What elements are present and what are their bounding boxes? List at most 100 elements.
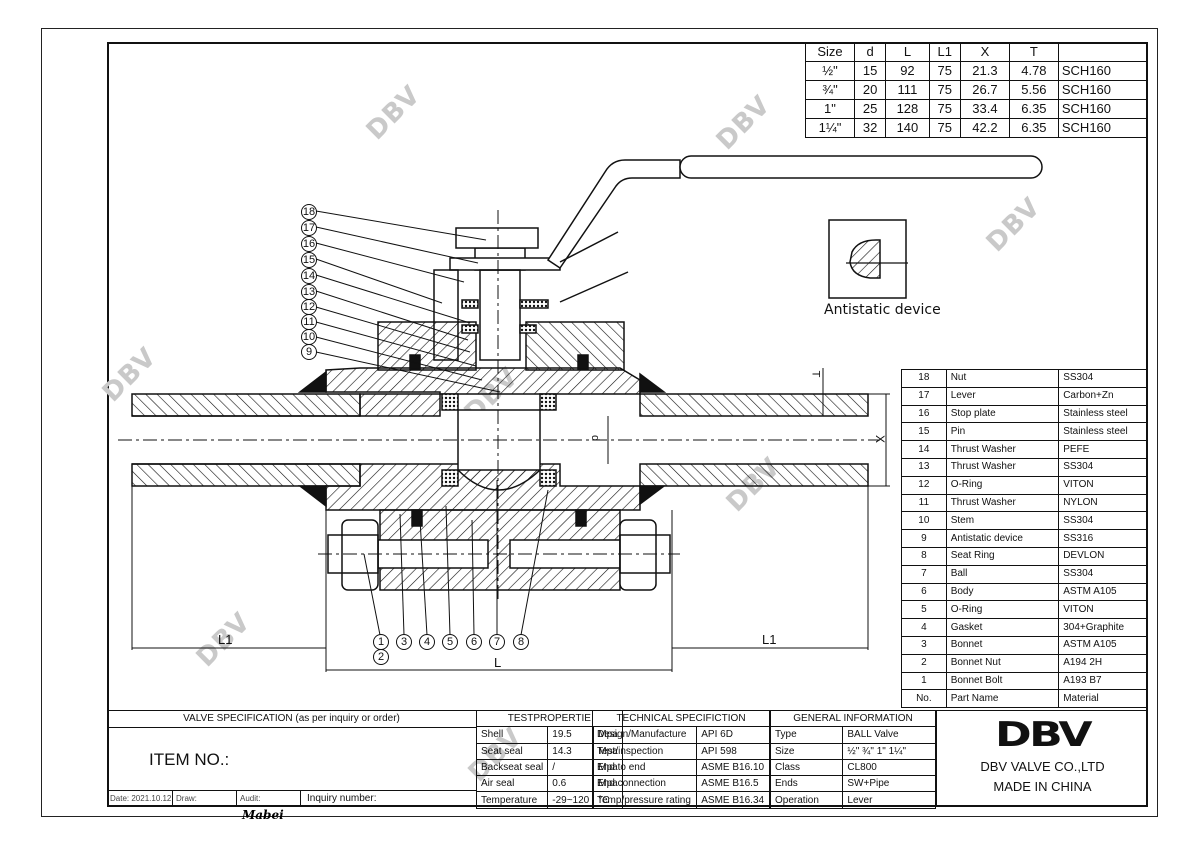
part-name: O-Ring <box>945 475 1060 495</box>
cell: 42.2 <box>959 118 1010 138</box>
test-label: Seat seal <box>475 742 549 760</box>
part-material: SS304 <box>1058 564 1148 584</box>
spec-label: End connection <box>591 775 698 793</box>
info-value: SW+Pipe <box>842 775 936 793</box>
outer-frame <box>41 28 1158 817</box>
header-l1: L1 <box>928 42 961 62</box>
part-name: Thrust Washer <box>945 457 1060 477</box>
spec-value: ASME B16.34 <box>696 791 770 809</box>
part-material: VITON <box>1058 600 1148 620</box>
part-name: Stop plate <box>945 404 1060 424</box>
part-name: Gasket <box>945 618 1060 637</box>
part-name: Seat Ring <box>945 546 1060 566</box>
cell: SCH160 <box>1057 61 1149 81</box>
part-name: Antistatic device <box>945 529 1060 548</box>
test-label: Backseat seal <box>475 758 549 777</box>
callout-2: 2 <box>373 649 389 665</box>
callout-14: 14 <box>301 268 317 284</box>
callout-1: 1 <box>373 634 389 650</box>
dim-d: d <box>589 434 602 442</box>
part-no: 13 <box>901 457 947 477</box>
part-material: ASTM A105 <box>1058 582 1148 602</box>
table-header-row: Size d L L1 X T <box>805 42 1149 62</box>
spec-value: API 598 <box>696 742 770 760</box>
header-t: T <box>1008 42 1059 62</box>
audit-field: Audit: Mabei <box>237 791 301 822</box>
test-label: Shell <box>475 726 549 744</box>
valve-spec-title: VALVE SPECIFICATION (as per inquiry or o… <box>107 711 476 728</box>
cell: 21.3 <box>959 61 1010 81</box>
cell: 15 <box>853 61 887 81</box>
header-no: No. <box>901 689 947 709</box>
cell: 20 <box>853 80 887 100</box>
part-material: Stainless steel <box>1058 422 1148 442</box>
info-label: Class <box>769 758 844 777</box>
part-no: 10 <box>901 511 947 531</box>
callout-17: 17 <box>301 220 317 236</box>
header-x: X <box>959 42 1010 62</box>
dim-l1-right: L1 <box>762 632 777 647</box>
audit-signature: Mabei <box>242 808 284 822</box>
callout-4: 4 <box>419 634 435 650</box>
header-l: L <box>885 42 930 62</box>
cell: 5.56 <box>1008 80 1059 100</box>
callout-11: 11 <box>301 314 317 330</box>
part-no: 14 <box>901 440 947 459</box>
draw-field: Draw: <box>173 791 237 807</box>
part-name: Lever <box>945 386 1060 406</box>
cell: 6.35 <box>1008 118 1059 138</box>
spec-label: Temp/pressure rating <box>591 791 698 809</box>
valve-specification-block: VALVE SPECIFICATION (as per inquiry or o… <box>107 710 477 822</box>
cell: 75 <box>928 80 961 100</box>
callout-6: 6 <box>466 634 482 650</box>
company-block: DBV DBV VALVE CO.,LTD MADE IN CHINA <box>936 710 1148 807</box>
spec-label: End to end <box>591 758 698 777</box>
info-label: Operation <box>769 791 844 809</box>
cell: 128 <box>885 99 930 119</box>
info-label: Size <box>769 742 844 760</box>
cell: 33.4 <box>959 99 1010 119</box>
cell: 140 <box>885 118 930 138</box>
part-material: PEFE <box>1058 440 1148 459</box>
callout-8: 8 <box>513 634 529 650</box>
part-name: Bonnet Bolt <box>945 671 1060 691</box>
part-material: SS316 <box>1058 529 1148 548</box>
cell: 4.78 <box>1008 61 1059 81</box>
part-name: Ball <box>945 564 1060 584</box>
inquiry-number-field: Inquiry number: <box>307 793 377 804</box>
cell: 25 <box>853 99 887 119</box>
part-name: Thrust Washer <box>945 440 1060 459</box>
part-no: 12 <box>901 475 947 495</box>
header-size: Size <box>805 42 855 62</box>
info-label: Ends <box>769 775 844 793</box>
company-logo: DBV <box>994 715 1093 755</box>
part-material: SS304 <box>1058 457 1148 477</box>
spec-value: API 6D <box>696 726 770 744</box>
spec-value: ASME B16.10 <box>696 758 770 777</box>
cell: 92 <box>885 61 930 81</box>
part-material: A194 2H <box>1058 653 1148 673</box>
part-name: O-Ring <box>945 600 1060 620</box>
